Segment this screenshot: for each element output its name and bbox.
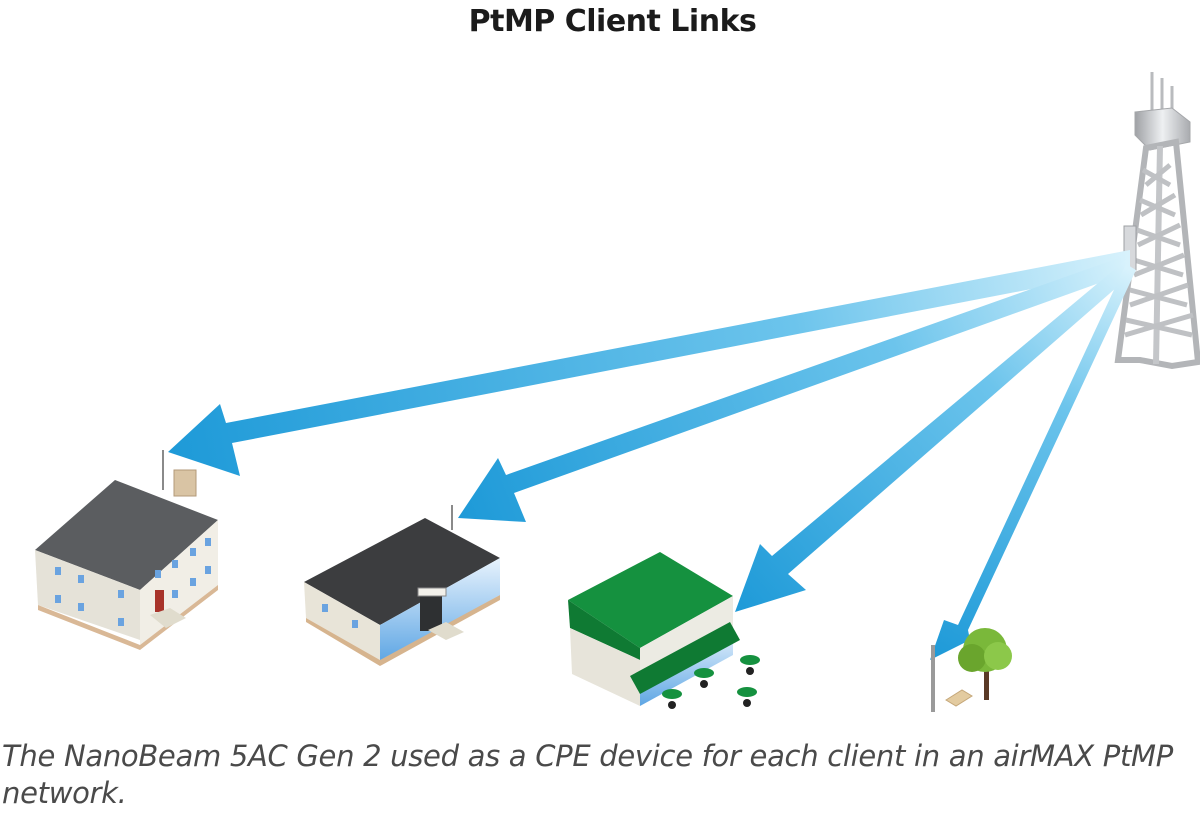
diagram-title: PtMP Client Links bbox=[468, 4, 757, 39]
bench-icon bbox=[945, 689, 973, 707]
office-building-icon bbox=[304, 505, 500, 666]
cell-tower-icon bbox=[1114, 72, 1200, 370]
wireless-link-office bbox=[458, 254, 1130, 522]
figure-caption: The NanoBeam 5AC Gen 2 used as a CPE dev… bbox=[2, 739, 1173, 810]
wireless-link-house bbox=[168, 250, 1130, 476]
table-umbrella-icons bbox=[662, 655, 760, 709]
wireless-link-cafe bbox=[735, 258, 1132, 612]
wireless-link-park bbox=[930, 264, 1136, 660]
cafe-icon bbox=[568, 552, 760, 709]
tree-icon bbox=[958, 628, 1012, 700]
house-icon bbox=[35, 450, 218, 650]
